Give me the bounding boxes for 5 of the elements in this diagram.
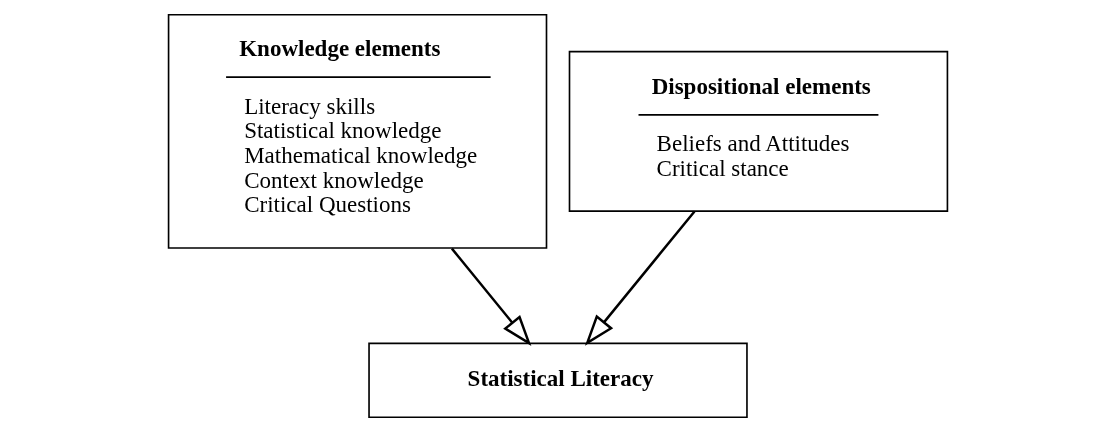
arrow (584, 210, 695, 346)
node-box: Statistical Literacy (367, 342, 748, 419)
arrow (450, 247, 531, 347)
node-box: Knowledge elements Literacy skills Statistical knowledge Mathematical knowledge Context knowledge Critical Questions (167, 13, 547, 249)
node-box: Dispositional elements Beliefs and Attitudes Critical stance (568, 50, 948, 212)
